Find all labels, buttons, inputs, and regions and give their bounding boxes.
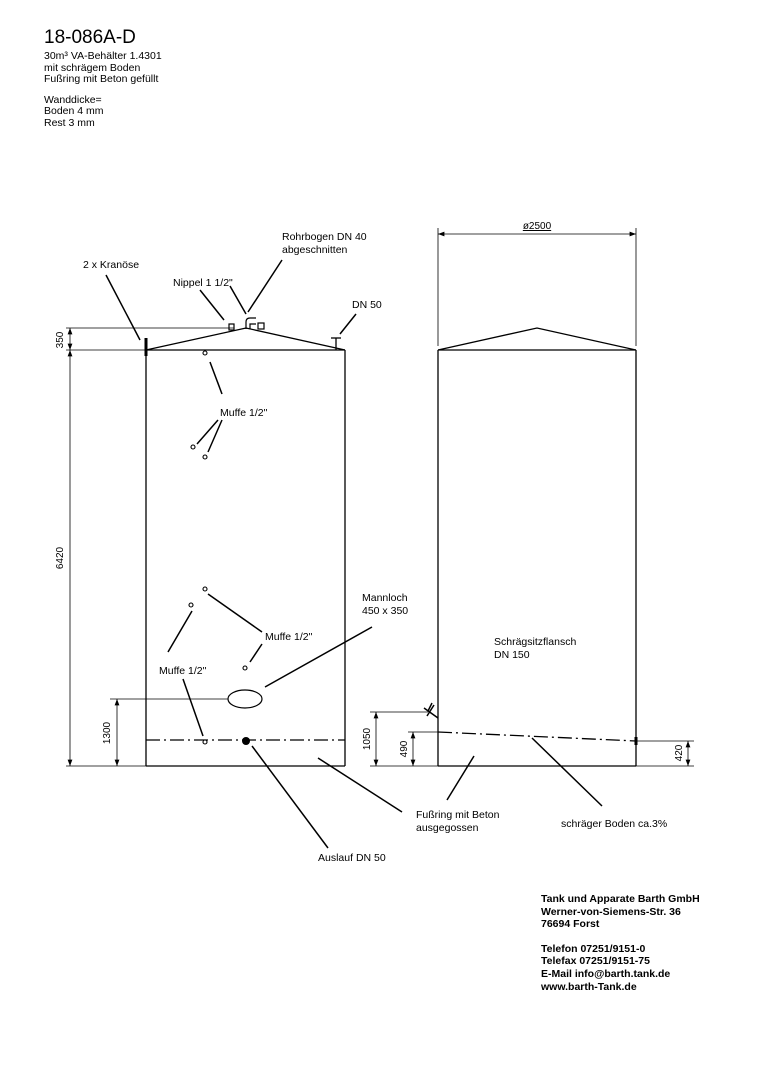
label-foot-ring-1: Fußring mit Beton [416, 809, 500, 821]
label-nipple: Nippel 1 1/2" [173, 277, 233, 289]
company-email: E-Mail info@barth.tank.de [541, 967, 671, 980]
dim-floor-high: 420 [674, 744, 685, 761]
company-phone: Telefon 07251/9151-0 [541, 942, 646, 955]
spec-line-1: 30m³ VA-Behälter 1.4301 [44, 50, 162, 62]
label-manhole-2: 450 x 350 [362, 605, 408, 617]
outlet-icon [242, 737, 250, 745]
dim-floor-low: 490 [399, 740, 410, 757]
label-outlet: Auslauf DN 50 [318, 852, 386, 864]
side-floor-line [437, 731, 637, 742]
label-lifting-lugs: 2 x Kranöse [83, 259, 139, 271]
angle-seat-flange-icon [423, 702, 439, 719]
title-block: 18-086A-D 30m³ VA-Behälter 1.4301 mit sc… [44, 28, 162, 129]
company-fax: Telefax 07251/9151-75 [541, 955, 650, 968]
label-flange-2: DN 150 [494, 649, 530, 661]
leader-lines [105, 259, 603, 849]
wall-thickness-title: Wanddicke= [44, 93, 102, 106]
spec-line-3: Fußring mit Beton gefüllt [44, 73, 159, 85]
drawing-number: 18-086A-D [44, 27, 136, 48]
side-dimensions [370, 228, 694, 767]
dim-diameter: ø2500 [523, 221, 552, 232]
company-city: 76694 Forst [541, 918, 600, 931]
label-socket-upper: Muffe 1/2" [220, 407, 268, 419]
socket-markers [188, 350, 248, 745]
label-socket-low: Muffe 1/2" [159, 665, 207, 677]
manhole-icon [227, 689, 263, 709]
label-flange-1: Schrägsitzflansch [494, 636, 576, 648]
pipe-elbow-icon [228, 317, 265, 331]
dim-shell-height: 6420 [55, 546, 66, 569]
label-socket-mid: Muffe 1/2" [265, 631, 313, 643]
spec-line-2: mit schrägem Boden [44, 61, 141, 74]
label-sloped-floor: schräger Boden ca.3% [561, 818, 667, 830]
company-name: Tank und Apparate Barth GmbH [541, 893, 700, 905]
label-dn50: DN 50 [352, 299, 382, 311]
label-pipe-elbow-2: abgeschnitten [282, 244, 348, 256]
label-pipe-elbow-1: Rohrbogen DN 40 [282, 231, 367, 243]
front-dimensions [66, 327, 234, 767]
company-street: Werner-von-Siemens-Str. 36 [541, 905, 681, 918]
wall-thickness-rest: Rest 3 mm [44, 116, 95, 129]
label-foot-ring-2: ausgegossen [416, 822, 479, 834]
dim-manhole-height: 1300 [102, 721, 113, 744]
label-manhole-1: Mannloch [362, 592, 408, 604]
dim-flange-height: 1050 [362, 727, 373, 750]
company-web: www.barth-Tank.de [541, 980, 637, 993]
company-block: Tank und Apparate Barth GmbH Werner-von-… [541, 893, 700, 993]
dim-cone-height: 350 [55, 331, 66, 348]
wall-thickness-bottom: Boden 4 mm [44, 105, 104, 117]
front-view-tank [145, 327, 346, 767]
side-view-tank [437, 327, 637, 767]
dn50-nozzle-icon [331, 337, 341, 350]
